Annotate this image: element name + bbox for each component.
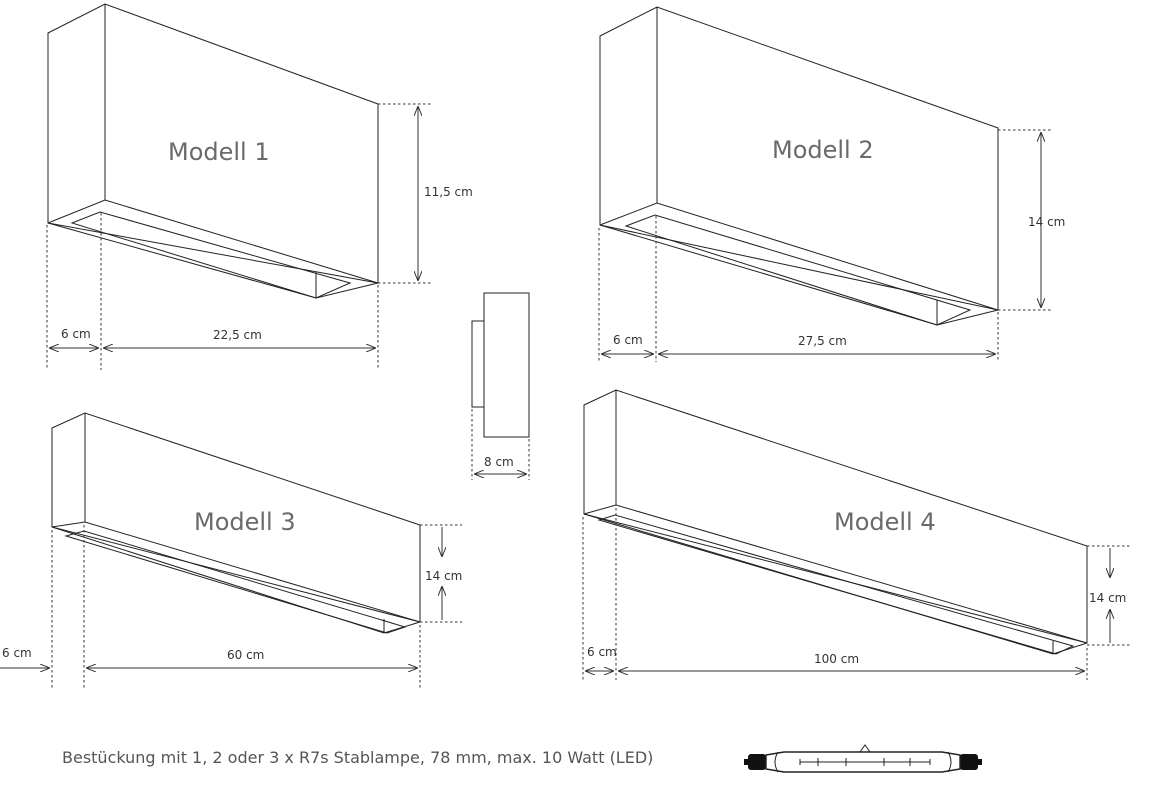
model-3-depth-label: 6 cm [2, 646, 32, 660]
model-2-title: Modell 2 [772, 136, 874, 164]
model-4-length-label: 100 cm [814, 652, 859, 666]
model-3-height-label: 14 cm [425, 569, 462, 583]
model-1-title: Modell 1 [168, 138, 270, 166]
model-4-title: Modell 4 [834, 508, 936, 536]
side-view-drawing [471, 292, 530, 480]
model-3-length-label: 60 cm [227, 648, 264, 662]
model-3-drawing [0, 412, 462, 690]
model-2-drawing [598, 6, 1052, 362]
equipment-caption: Bestückung mit 1, 2 oder 3 x R7s Stablam… [62, 748, 654, 767]
side-view-width-label: 8 cm [484, 455, 514, 469]
model-4-depth-label: 6 cm [587, 645, 617, 659]
model-2-length-label: 27,5 cm [798, 334, 847, 348]
r7s-rod-lamp-icon [744, 744, 982, 773]
model-1-height-label: 11,5 cm [424, 185, 473, 199]
model-4-drawing [582, 389, 1130, 680]
model-4-height-label: 14 cm [1089, 591, 1126, 605]
model-2-depth-label: 6 cm [613, 333, 643, 347]
model-1-length-label: 22,5 cm [213, 328, 262, 342]
model-1-depth-label: 6 cm [61, 327, 91, 341]
model-1-drawing [46, 3, 432, 370]
model-3-title: Modell 3 [194, 508, 296, 536]
model-2-height-label: 14 cm [1028, 215, 1065, 229]
